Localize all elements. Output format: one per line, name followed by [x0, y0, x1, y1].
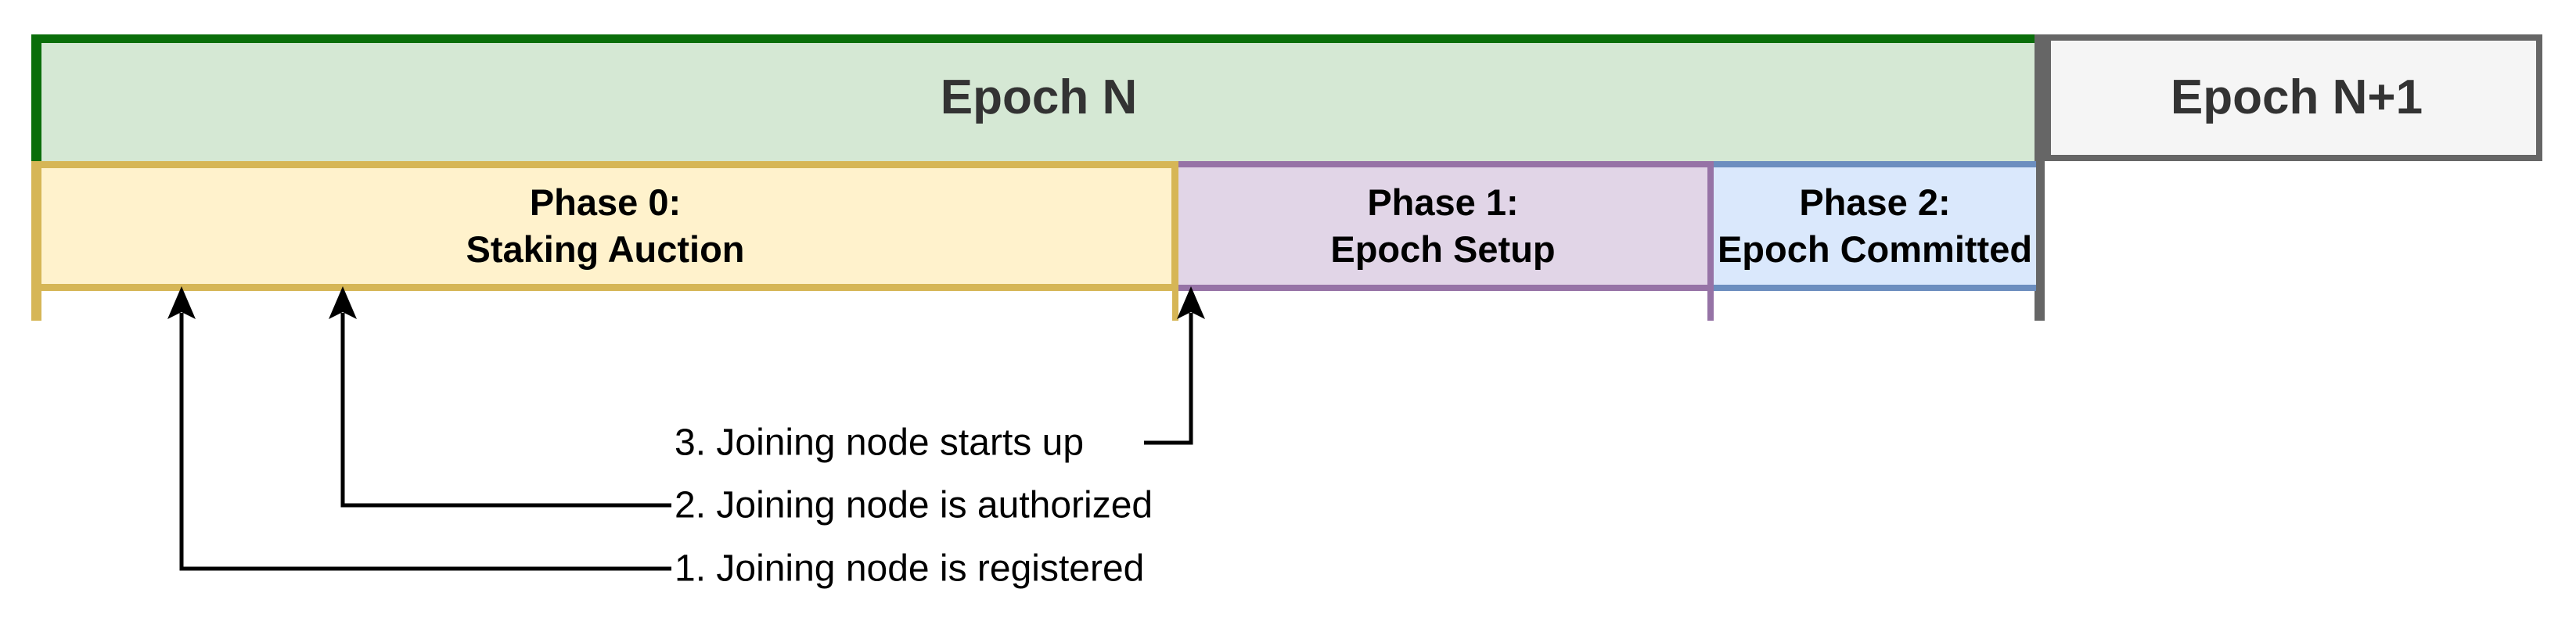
phase-0-right-border-extension: [1172, 291, 1178, 321]
phase-1-subtitle: Epoch Setup: [1330, 228, 1556, 270]
phase-1-right-border-extension: [1707, 291, 1714, 321]
event-1-connector-line: [179, 313, 671, 571]
phase-0-bar: [31, 161, 1178, 291]
phase-1-title: Phase 1:: [1367, 181, 1519, 223]
event-2-label: 2. Joining node is authorized: [675, 484, 1153, 526]
phase-2-bar: [1714, 161, 2036, 291]
epoch-n-plus-1-label: Epoch N+1: [2170, 70, 2423, 124]
event-2-up-arrow-icon: [329, 286, 357, 319]
phase-1-label: Phase 1: Epoch Setup: [1178, 179, 1707, 273]
event-1-up-arrow-icon: [167, 286, 196, 319]
epoch-n-plus-1-box: [2045, 34, 2542, 161]
event-2-connector-line: [340, 313, 671, 508]
phase-0-title: Phase 0:: [529, 181, 682, 223]
epoch-boundary-divider: [2035, 34, 2045, 321]
phase-2-title: Phase 2:: [1799, 181, 1951, 223]
phase-2-subtitle: Epoch Committed: [1717, 228, 2033, 270]
epoch-n-bar: [31, 34, 2036, 161]
event-3-connector-line: [1144, 313, 1193, 445]
event-3-up-arrow-icon: [1177, 286, 1205, 319]
phase-0-left-border-extension: [31, 291, 41, 321]
epoch-n-label: Epoch N: [940, 70, 1138, 124]
phase-0-label: Phase 0: Staking Auction: [38, 179, 1172, 273]
event-1-label: 1. Joining node is registered: [675, 548, 1145, 590]
phase-0-subtitle: Staking Auction: [466, 228, 745, 270]
phase-1-bar: [1178, 161, 1714, 291]
phase-2-label: Phase 2: Epoch Committed: [1714, 179, 2036, 273]
event-3-label: 3. Joining node starts up: [675, 422, 1085, 464]
